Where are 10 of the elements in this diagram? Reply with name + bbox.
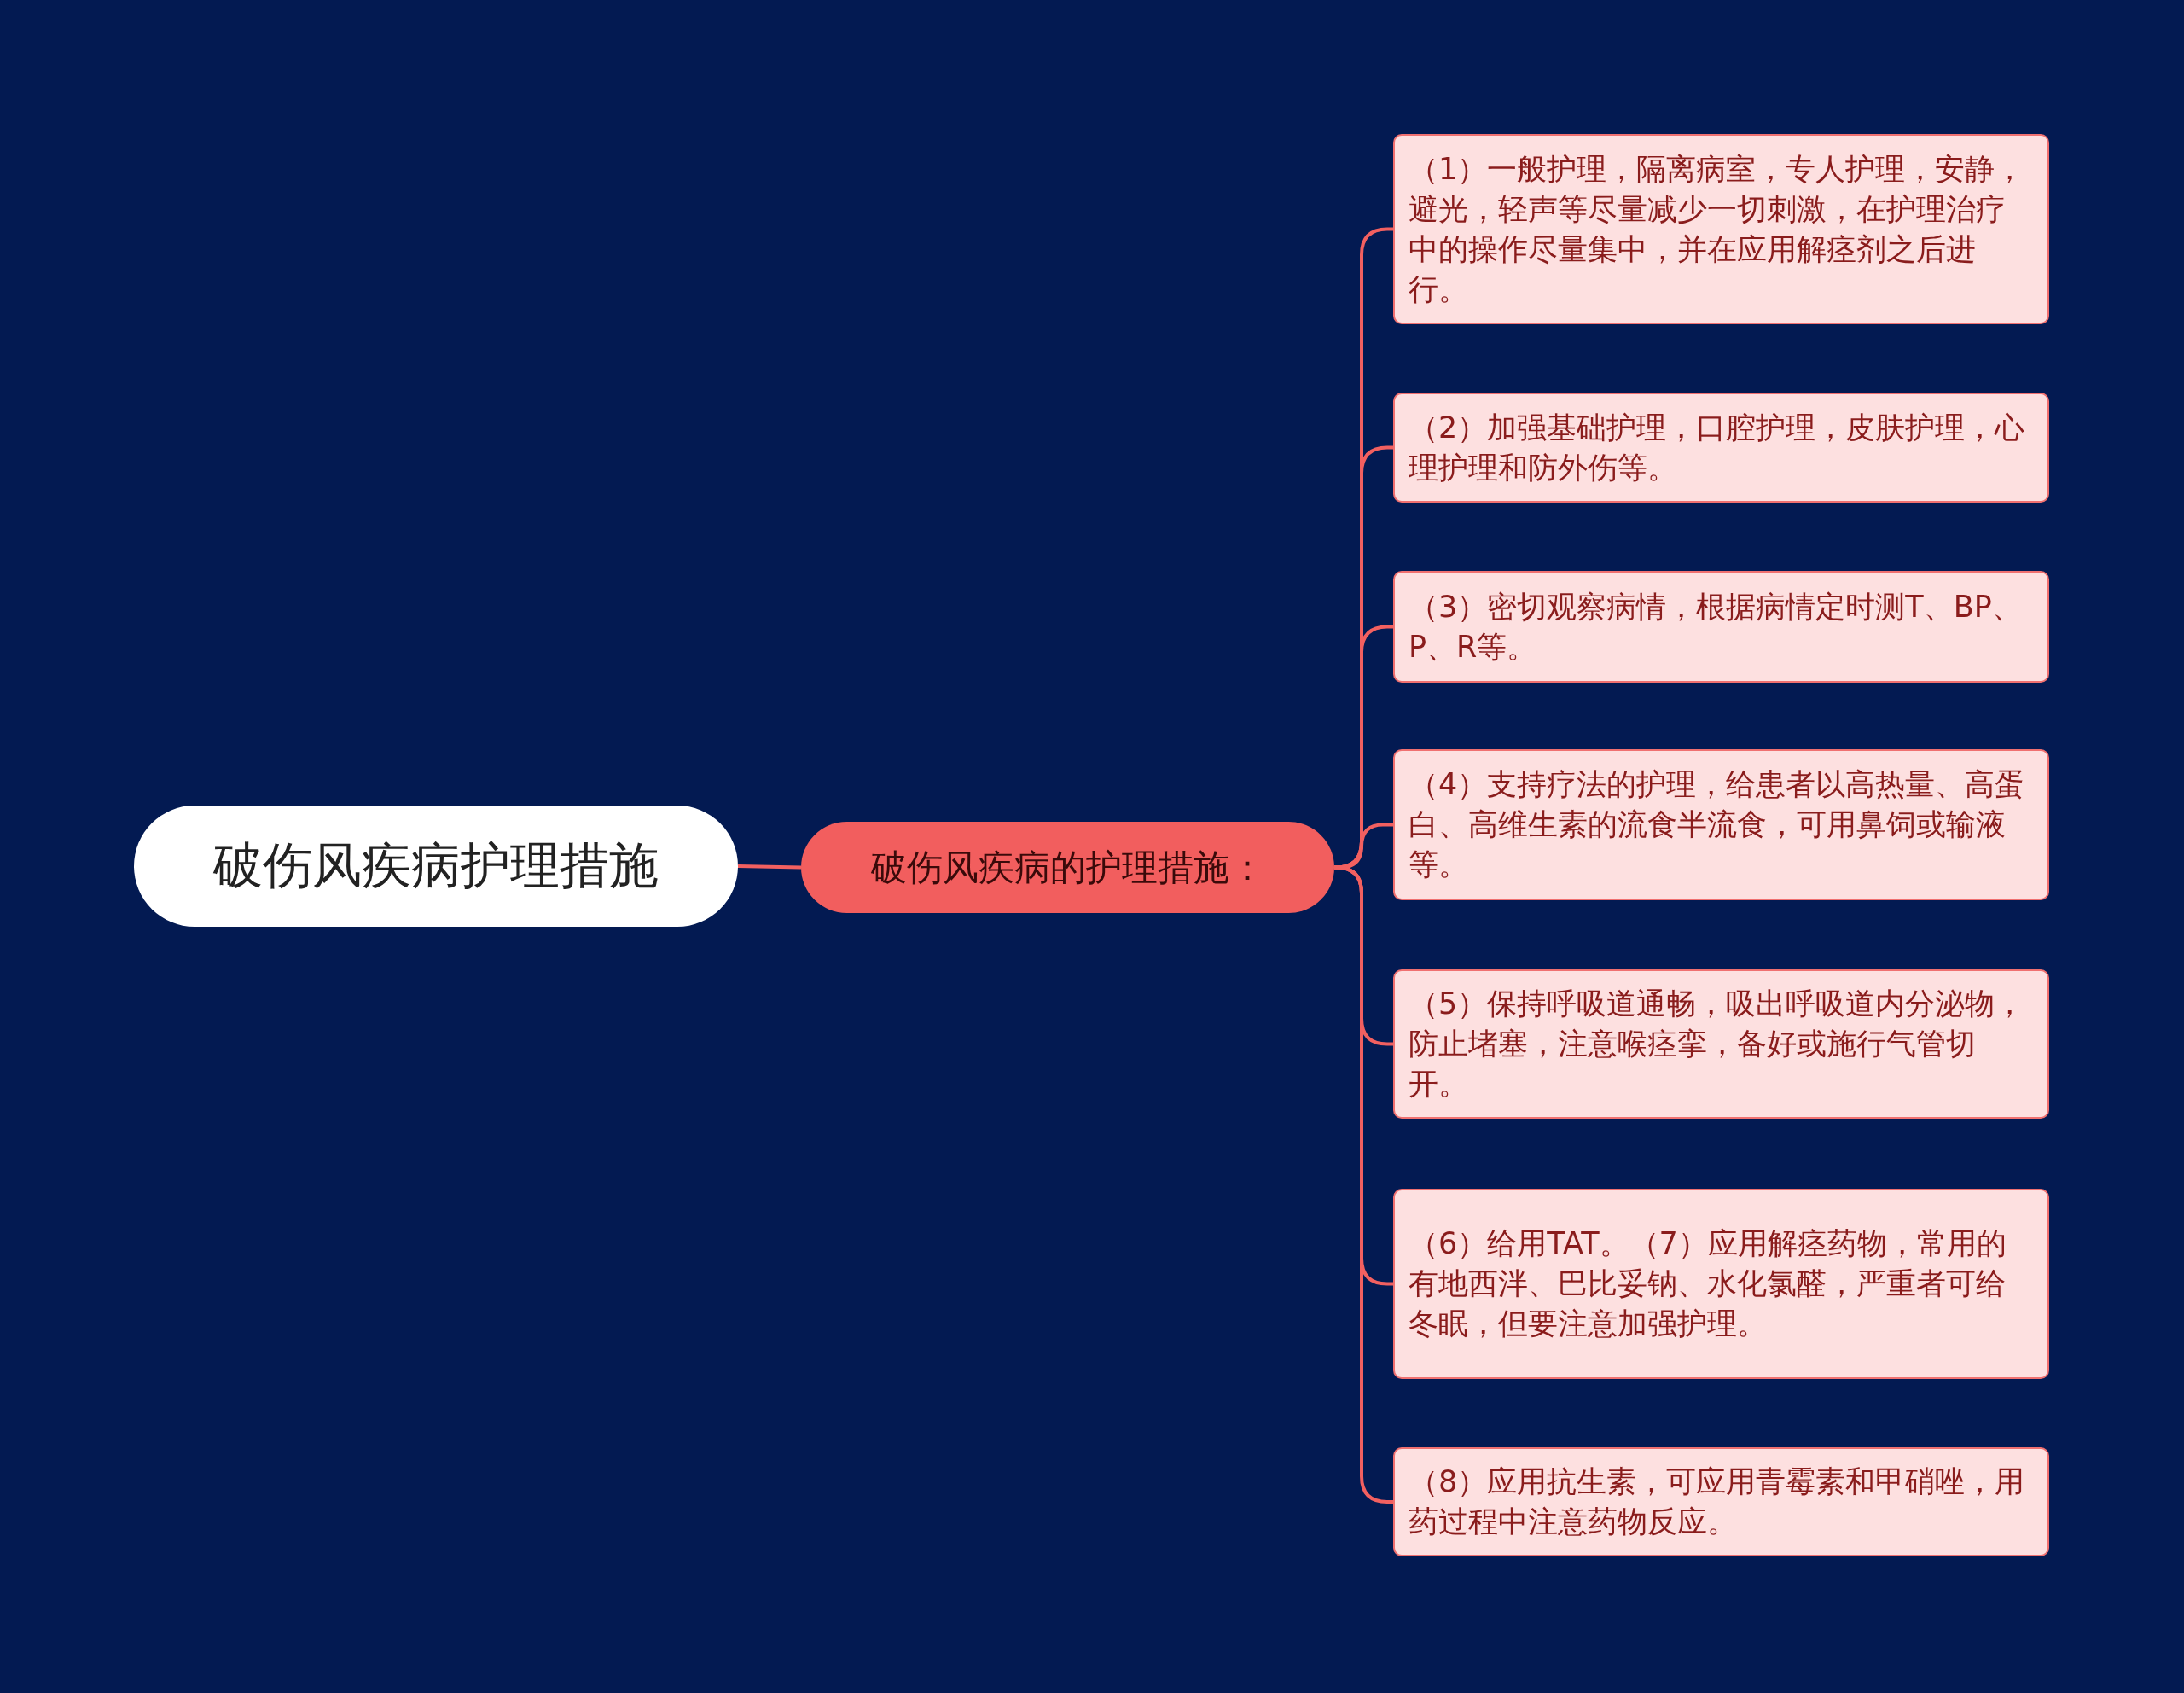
note-card: （4）支持疗法的护理，给患者以高热量、高蛋白、高维生素的流食半流食，可用鼻饲或输液等。 (1393, 749, 2049, 900)
branch-topic: 破伤风疾病的护理措施： (801, 822, 1334, 913)
note-card: （8）应用抗生素，可应用青霉素和甲硝唑，用药过程中注意药物反应。 (1393, 1447, 2049, 1556)
note-card: （2）加强基础护理，口腔护理，皮肤护理，心理护理和防外伤等。 (1393, 393, 2049, 503)
root-topic: 破伤风疾病护理措施 (134, 806, 738, 927)
connector-line (737, 864, 802, 870)
note-card: （1）一般护理，隔离病室，专人护理，安静，避光，轻声等尽量减少一切刺激，在护理治疗中的操作尽量集中，并在应用解痉剂之后进行。 (1393, 134, 2049, 324)
note-card: （6）给用TAT。（7）应用解痉药物，常用的有地西泮、巴比妥钠、水化氯醛，严重者可给冬眠，但要注意加强护理。 (1393, 1189, 2049, 1379)
note-card: （3）密切观察病情，根据病情定时测T、BP、P、R等。 (1393, 571, 2049, 683)
note-card: （5）保持呼吸道通畅，吸出呼吸道内分泌物，防止堵塞，注意喉痉挛，备好或施行气管切开。 (1393, 969, 2049, 1119)
